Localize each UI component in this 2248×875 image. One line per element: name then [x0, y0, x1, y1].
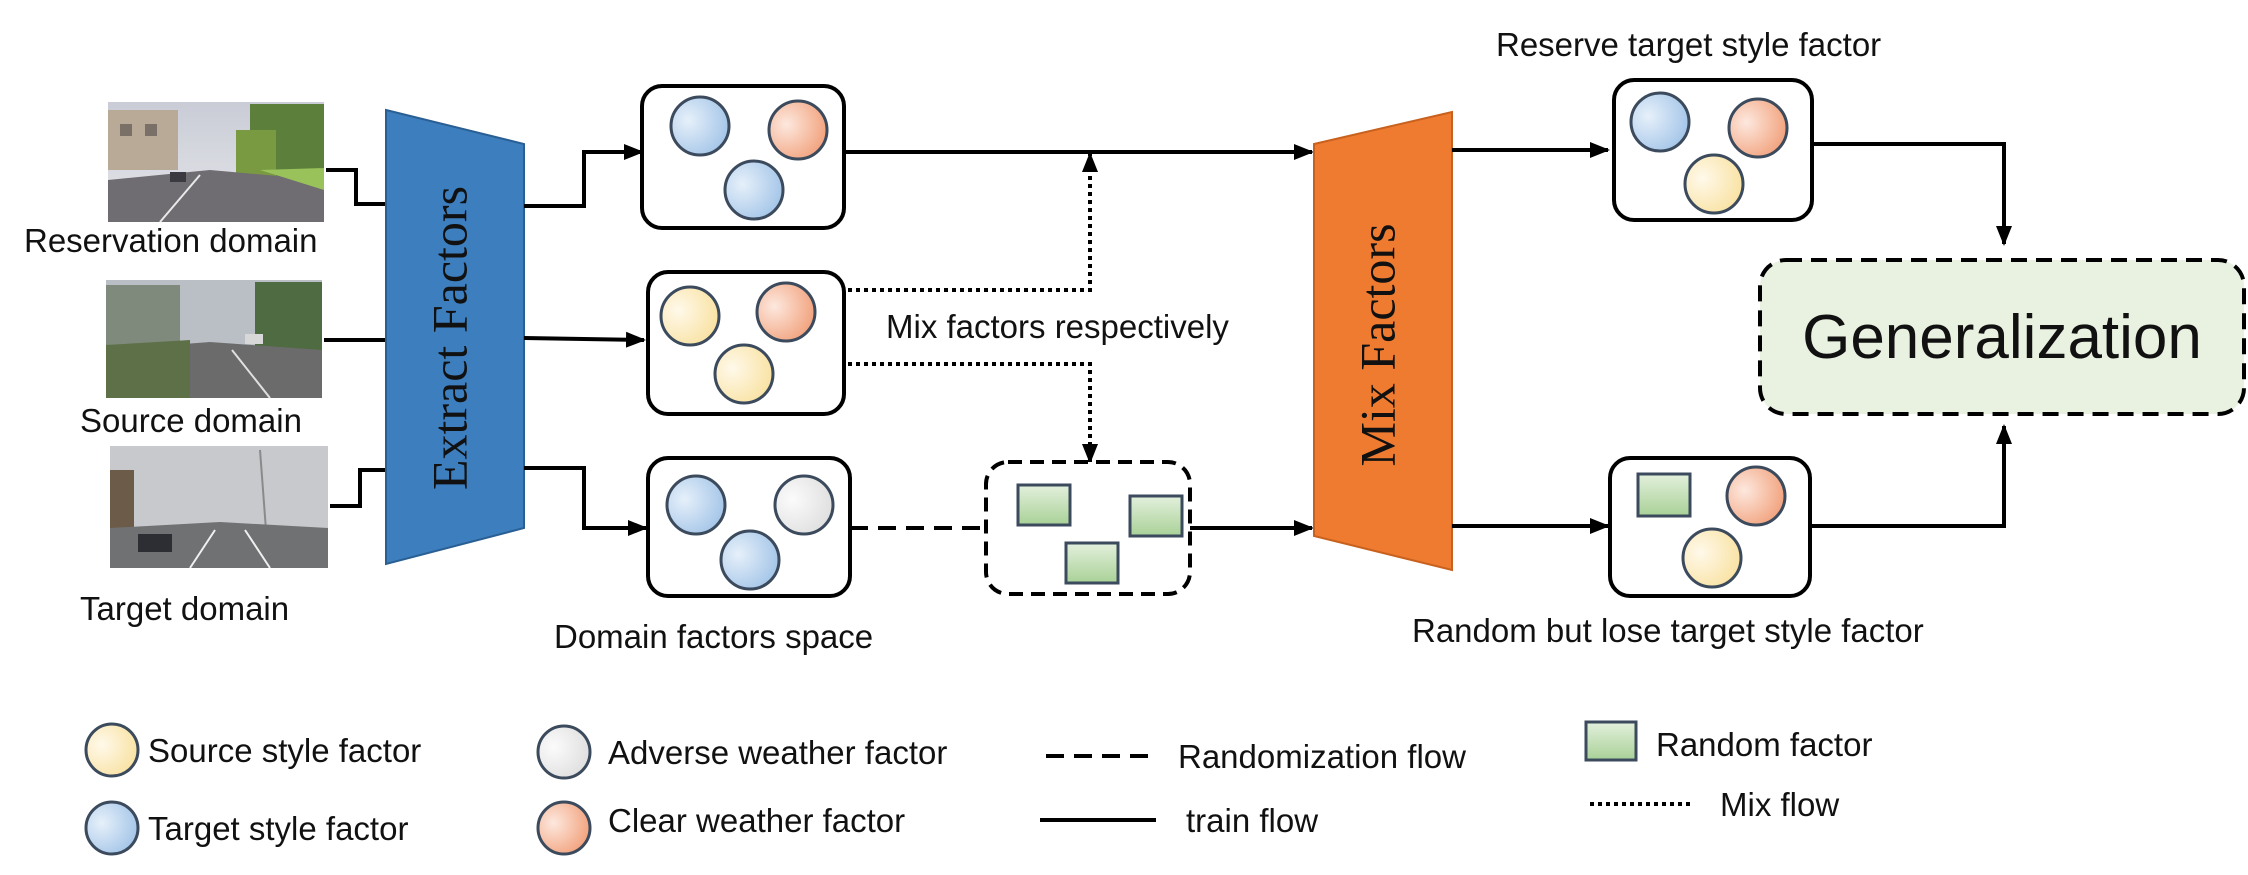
legend-random-factor-label: Random factor — [1656, 726, 1872, 763]
source-style-factor — [1681, 527, 1743, 589]
legend-adverse-weather-label: Adverse weather factor — [608, 734, 947, 771]
target-style-factor — [719, 529, 781, 591]
random-factor-box — [984, 460, 1192, 596]
target-factor-box — [646, 456, 852, 598]
clear-weather-factor — [1727, 97, 1789, 159]
reservation-to-extract-line — [326, 168, 386, 206]
generalization-box: Generalization — [1758, 258, 2246, 416]
legend-clear-weather-swatch — [536, 800, 592, 856]
random-output-box — [1608, 456, 1812, 598]
reserve-output-box — [1612, 78, 1814, 222]
random-factor — [1016, 483, 1072, 527]
reservation-factor-box — [640, 84, 846, 230]
legend-random-factor-swatch — [1584, 720, 1638, 762]
target-style-factor — [723, 159, 785, 221]
source-style-factor — [659, 285, 721, 347]
clear-weather-factor — [767, 99, 829, 161]
legend: Source style factor Target style factor … — [84, 720, 1872, 856]
mix-flow-up-arrow — [848, 152, 1098, 292]
legend-clear-weather-label: Clear weather factor — [608, 802, 905, 839]
source-style-factor — [713, 343, 775, 405]
target-domain-label: Target domain — [80, 590, 289, 627]
legend-target-style-label: Target style factor — [148, 810, 408, 847]
mix-flow-down-arrow — [848, 362, 1098, 464]
source-domain-photo — [106, 280, 322, 399]
reserve-target-style-label: Reserve target style factor — [1496, 26, 1881, 63]
target-style-factor — [669, 95, 731, 157]
clear-weather-factor — [1725, 465, 1787, 527]
target-domain-photo — [110, 446, 328, 569]
legend-randomization-flow-label: Randomization flow — [1178, 738, 1466, 775]
random-factor — [1128, 494, 1184, 538]
mix-factors-label: Mix Factors — [1349, 223, 1405, 466]
target-style-factor — [1629, 91, 1691, 153]
adverse-weather-factor — [773, 474, 835, 536]
legend-train-flow-label: train flow — [1186, 802, 1318, 839]
source-domain-label: Source domain — [80, 402, 302, 439]
random-lose-target-label: Random but lose target style factor — [1412, 612, 1924, 649]
reserve-to-generalization-arrow — [1812, 142, 2012, 246]
extract-factors-label: Extract Factors — [421, 186, 477, 490]
extract-to-box2-arrow — [523, 331, 646, 348]
random-to-generalization-arrow — [1812, 424, 2012, 528]
target-style-factor — [665, 474, 727, 536]
legend-source-style-swatch — [84, 722, 140, 778]
source-factor-box — [646, 270, 846, 416]
source-style-factor — [1683, 153, 1745, 215]
legend-target-style-swatch — [84, 800, 140, 856]
legend-mix-flow-label: Mix flow — [1720, 786, 1839, 823]
domain-factors-space-label: Domain factors space — [554, 618, 873, 655]
reservation-domain-photo — [108, 102, 324, 223]
extract-to-box1-arrow — [524, 144, 644, 208]
clear-weather-factor — [755, 281, 817, 343]
generalization-label: Generalization — [1802, 303, 2202, 372]
random-factor — [1636, 472, 1692, 518]
target-to-extract-line — [330, 468, 386, 508]
mix-factors-respectively-label: Mix factors respectively — [886, 308, 1229, 345]
random-factor — [1064, 541, 1120, 585]
extract-factors-module — [385, 108, 525, 566]
legend-adverse-weather-swatch — [536, 724, 592, 780]
mix-factors-module — [1313, 110, 1453, 572]
legend-source-style-label: Source style factor — [148, 732, 421, 769]
extract-to-box3-arrow — [524, 466, 648, 536]
reservation-domain-label: Reservation domain — [24, 222, 318, 259]
